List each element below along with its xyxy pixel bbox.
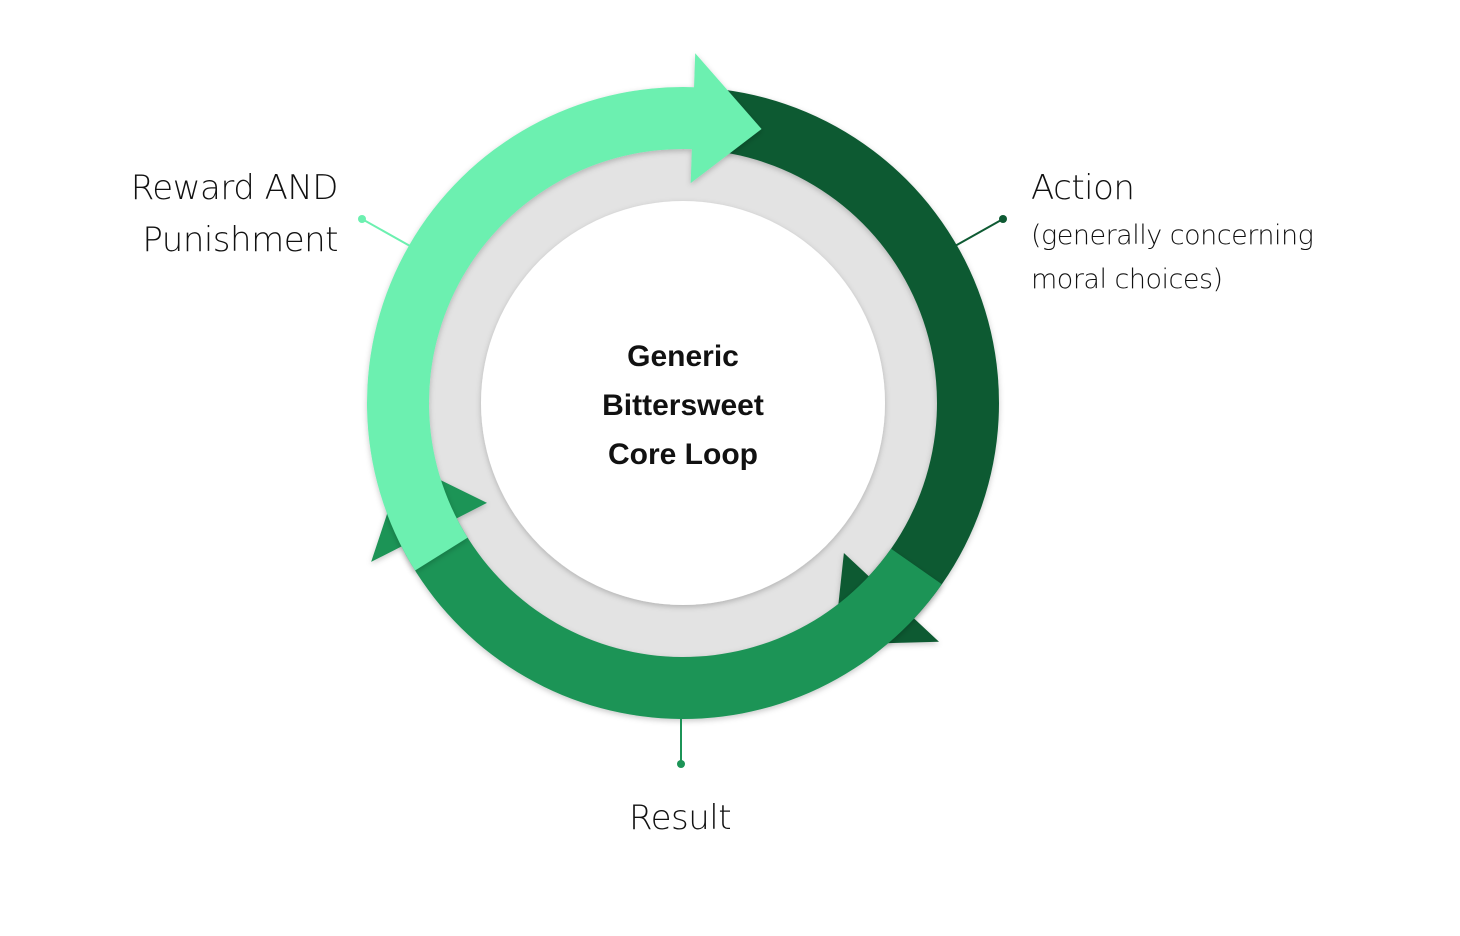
- reward-connector-dot: [358, 215, 366, 223]
- action-connector-line: [954, 218, 1004, 247]
- inner-circle: [481, 201, 885, 605]
- title-line: Generic: [627, 340, 739, 373]
- stage-subtitle-line: moral choices): [1031, 264, 1223, 295]
- stage-title-line: Punishment: [142, 220, 338, 260]
- result-arrow: [371, 462, 942, 720]
- title-line: Core Loop: [608, 438, 758, 471]
- reward-connector-line: [361, 218, 411, 247]
- action-arrow: [705, 88, 999, 645]
- stage-title: Action: [1031, 168, 1135, 208]
- stage-title: Result: [628, 798, 732, 838]
- diagram-title: Generic Bittersweet Core Loop: [533, 332, 833, 479]
- action-connector-dot: [999, 215, 1007, 223]
- stage-label-action: Action (generally concerning moral choic…: [1031, 162, 1361, 302]
- reward-arrow: [367, 53, 762, 571]
- stage-subtitle-line: (generally concerning: [1031, 220, 1314, 251]
- result-connector-dot: [677, 760, 685, 768]
- stage-label-reward: Reward AND Punishment: [100, 162, 339, 266]
- stage-title-line: Reward AND: [130, 168, 339, 208]
- stage-label-result: Result: [580, 792, 780, 844]
- title-line: Bittersweet: [602, 389, 764, 422]
